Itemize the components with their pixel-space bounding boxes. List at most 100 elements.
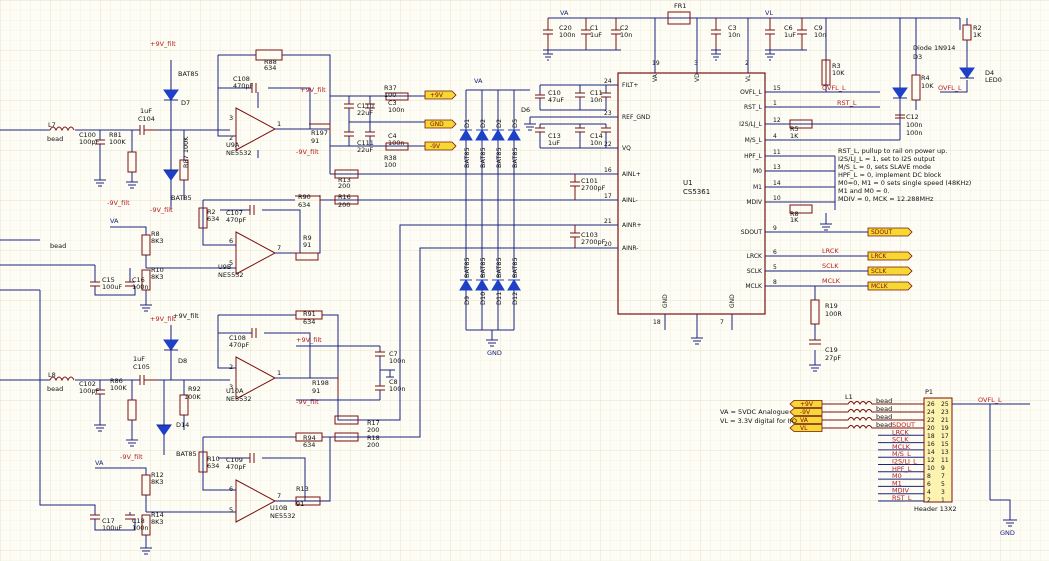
svg-text:100: 100	[384, 91, 396, 99]
svg-text:470pF: 470pF	[226, 463, 247, 471]
u1-pin-label: VL	[745, 74, 752, 82]
supply-flag-label: VL	[800, 425, 808, 432]
svg-text:R2: R2	[973, 24, 982, 32]
clamp-diode-icon	[459, 129, 473, 141]
svg-text:8K3: 8K3	[151, 237, 164, 245]
bead-inductor	[822, 401, 924, 405]
bead-inductor	[822, 417, 924, 421]
svg-text:D8: D8	[178, 357, 187, 365]
svg-text:10n: 10n	[728, 31, 740, 39]
u1-pin-label: AINR+	[622, 222, 642, 229]
svg-text:634: 634	[303, 318, 315, 326]
u1-pin-num: 11	[773, 149, 781, 156]
bead-inductor	[822, 409, 924, 413]
bead-label: bead	[876, 397, 892, 405]
svg-text:R86: R86	[110, 377, 123, 385]
svg-text:25: 25	[941, 401, 949, 408]
supply-flag-label: VA	[800, 417, 809, 424]
u1-pin-label: SCLK	[747, 268, 763, 275]
svg-text:C7: C7	[389, 350, 398, 358]
header-net-label: I2S/LJ_L	[892, 458, 917, 466]
svg-text:10K: 10K	[832, 69, 845, 77]
header-pin: 6	[927, 481, 931, 488]
diode-ref: D11	[495, 292, 503, 305]
svg-text:634: 634	[264, 64, 276, 72]
u1-pin-label: VD	[694, 73, 701, 82]
diode-part: BAT85	[479, 257, 487, 278]
svg-text:100n: 100n	[906, 121, 923, 129]
svg-text:+9V_filt: +9V_filt	[296, 336, 322, 344]
diode-part: BAT85	[495, 257, 503, 278]
svg-text:+9V_filt: +9V_filt	[150, 315, 176, 323]
svg-text:U9A: U9A	[226, 141, 240, 149]
header-pin: 9	[941, 465, 945, 472]
u1-pin-label: SDOUT	[741, 229, 763, 236]
power-flag	[424, 119, 457, 129]
clamp-diode-icon	[507, 129, 521, 141]
svg-text:R17: R17	[367, 419, 380, 427]
u1-pin-num: 20	[604, 241, 612, 248]
svg-text:C4: C4	[388, 132, 397, 140]
svg-text:100K: 100K	[109, 138, 126, 146]
fr1-label: FR1	[674, 2, 686, 10]
u1-pin-num: 6	[773, 249, 777, 256]
u1-pin-num: 23	[604, 110, 612, 117]
header-net-label: SCLK	[892, 436, 909, 444]
svg-text:1: 1	[277, 120, 281, 128]
diode-part: BAT85	[495, 147, 503, 168]
u1-part: CS5361	[683, 188, 710, 196]
svg-text:1uF: 1uF	[140, 107, 152, 115]
header-net-label: MCLK	[892, 443, 911, 451]
svg-text:10n: 10n	[590, 139, 602, 147]
svg-text:200: 200	[367, 441, 379, 449]
svg-text:D6: D6	[521, 106, 530, 114]
svg-text:R4: R4	[921, 74, 930, 82]
supply-flag-label: +9V	[800, 401, 814, 408]
led-label: LED0	[985, 76, 1002, 84]
svg-text:R5: R5	[790, 125, 799, 133]
svg-text:U9B: U9B	[218, 263, 231, 271]
svg-text:-9V_filt: -9V_filt	[296, 398, 319, 406]
supply-flag	[789, 416, 823, 424]
d4-ref: D4	[985, 69, 994, 77]
u1-pin-label: RST_L	[744, 104, 763, 111]
supply-flag	[789, 400, 823, 408]
header-net-label: HPF_L	[892, 465, 912, 473]
u1-pin-label: LRCK	[747, 253, 763, 260]
svg-text:8K3: 8K3	[151, 273, 164, 281]
svg-text:MCLK: MCLK	[822, 277, 841, 285]
clamp-diode-icon	[491, 129, 505, 141]
svg-text:R91: R91	[303, 310, 316, 318]
svg-text:C2: C2	[620, 24, 629, 32]
power-flag-label: GND	[430, 121, 444, 128]
u1-pin-label: M1	[753, 184, 762, 191]
d3-ref: D3	[913, 53, 922, 61]
svg-text:C3: C3	[728, 24, 737, 32]
u1-pin-num: 24	[604, 78, 612, 85]
header-pin: 15	[941, 441, 949, 448]
svg-text:M/S_L = 0, sets SLAVE mode: M/S_L = 0, sets SLAVE mode	[838, 163, 931, 171]
clamp-diode-icon	[475, 279, 489, 291]
svg-text:HPF_L = 0, implement DC block: HPF_L = 0, implement DC block	[838, 171, 941, 179]
svg-text:C3: C3	[388, 99, 397, 107]
svg-text:100n: 100n	[132, 283, 149, 291]
svg-text:C12: C12	[906, 113, 919, 121]
u1-pin-label: VA	[652, 73, 659, 82]
svg-text:RST_L: RST_L	[837, 99, 857, 107]
u1-pin-num: 15	[773, 85, 781, 92]
u1-pin-num: 19	[652, 60, 660, 67]
svg-text:C110: C110	[357, 102, 374, 110]
svg-text:100uF: 100uF	[102, 524, 123, 532]
svg-text:1K: 1K	[790, 132, 799, 140]
u1-pin-num: 18	[653, 319, 661, 326]
svg-text:3: 3	[229, 383, 233, 391]
svg-text:C10: C10	[548, 89, 561, 97]
u1-pin-num: 9	[773, 225, 777, 232]
power-flag	[424, 141, 457, 151]
supply-note-va: VA = 5VDC Analogue	[720, 408, 789, 416]
svg-text:NE5532: NE5532	[226, 149, 252, 157]
svg-text:VA: VA	[95, 459, 104, 467]
